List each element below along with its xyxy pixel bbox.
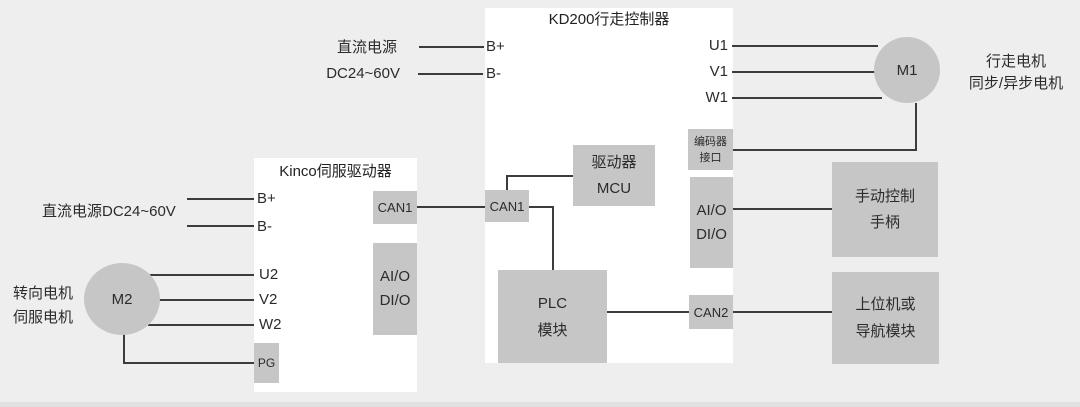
wire-m2-to-pg-vertical	[123, 333, 125, 364]
kinco-panel-title: Kinco伺服驱动器	[279, 163, 392, 180]
pg-block: PG	[254, 343, 279, 383]
kd200-can1-block: CAN1	[485, 190, 529, 222]
kinco-aio-label: AI/O	[379, 268, 410, 285]
plc-line2: 模块	[537, 321, 568, 339]
kd200-terminal-w1: W1	[705, 89, 729, 106]
can2-block: CAN2	[689, 295, 733, 329]
host-line2: 导航模块	[855, 323, 916, 340]
kd200-aio-dio-block: AI/O DI/O	[690, 177, 733, 268]
m1-description-line1: 行走电机	[985, 53, 1046, 70]
handle-line2: 手柄	[869, 213, 900, 231]
motor-m2-circle: M2	[84, 263, 160, 335]
wire-w1-to-m1	[732, 97, 882, 99]
kinco-terminal-v2: V2	[259, 291, 278, 308]
kd200-terminal-v1: V1	[709, 63, 728, 80]
handle-line1: 手动控制	[854, 187, 915, 205]
wire-dc-to-kinco-bplus	[187, 198, 254, 200]
host-line1: 上位机或	[855, 296, 916, 313]
wire-can1-to-can1	[417, 206, 485, 208]
host-navigation-block: 上位机或 导航模块	[832, 272, 939, 364]
kd200-terminal-b-minus: B-	[486, 65, 501, 82]
kinco-aio-dio-block: AI/O DI/O	[373, 243, 417, 335]
kd200-terminal-b-plus: B+	[486, 38, 505, 55]
wire-can2-to-host	[733, 311, 832, 313]
kd200-panel-title: KD200行走控制器	[548, 11, 670, 28]
wire-encoder-to-m1-vertical	[915, 103, 917, 151]
pg-label: PG	[257, 356, 276, 370]
motor-m1-label: M1	[896, 61, 918, 79]
dc-power-top-label-line1: 直流电源	[336, 39, 397, 56]
kd200-terminal-u1: U1	[708, 37, 728, 54]
wire-u1-to-m1	[732, 45, 878, 47]
wire-plc-to-can2	[607, 311, 689, 313]
wire-dc-to-kinco-bminus	[187, 225, 254, 227]
driver-mcu-block: 驱动器 MCU	[573, 145, 655, 206]
wire-v2-to-m2	[155, 299, 254, 301]
wire-can1-to-mcu-vertical	[506, 175, 508, 192]
kinco-terminal-u2: U2	[259, 266, 279, 283]
can2-label: CAN2	[693, 304, 729, 320]
kinco-dio-label: DI/O	[379, 292, 411, 309]
kinco-terminal-w2: W2	[259, 316, 282, 333]
wire-u2-to-m2	[150, 274, 254, 276]
wire-encoder-to-m1-horizontal	[733, 149, 917, 151]
driver-mcu-line1: 驱动器	[591, 153, 637, 171]
kd200-aio-label: AI/O	[696, 201, 727, 219]
motor-m2-label: M2	[111, 290, 133, 308]
m1-description-line2: 同步/异步电机	[968, 75, 1064, 92]
wire-can1-to-mcu-horizontal	[507, 175, 574, 177]
m2-description-line1: 转向电机	[12, 285, 73, 302]
wire-v1-to-m1	[732, 71, 877, 73]
wire-aio-to-handle	[733, 208, 832, 210]
wire-m2-to-pg-horizontal	[123, 362, 254, 364]
manual-control-handle-block: 手动控制 手柄	[832, 162, 938, 257]
plc-module-block: PLC 模块	[498, 270, 607, 363]
bottom-edge-strip	[0, 402, 1080, 407]
wire-can1-to-plc-vertical	[552, 206, 554, 272]
wire-can1-to-plc-horizontal	[529, 206, 554, 208]
kd200-can1-label: CAN1	[489, 198, 525, 214]
wire-dc-to-kd200-bplus	[419, 46, 484, 48]
kd200-dio-label: DI/O	[696, 225, 727, 243]
kinco-can1-block: CAN1	[373, 191, 417, 224]
kinco-can1-label: CAN1	[377, 200, 413, 215]
encoder-line2: 接口	[699, 151, 722, 164]
motor-m1-circle: M1	[874, 37, 940, 103]
dc-power-top-label-line2: DC24~60V	[326, 65, 400, 82]
encoder-interface-block: 编码器 接口	[688, 129, 733, 170]
plc-line1: PLC	[537, 294, 568, 312]
m2-description-line2: 伺服电机	[12, 309, 73, 326]
wire-dc-to-kd200-bminus	[418, 73, 483, 75]
kinco-terminal-b-plus: B+	[257, 190, 276, 207]
wire-w2-to-m2	[148, 324, 254, 326]
dc-power-left-label: 直流电源DC24~60V	[42, 203, 176, 220]
driver-mcu-line2: MCU	[596, 179, 632, 197]
kinco-terminal-b-minus: B-	[257, 218, 272, 235]
encoder-line1: 编码器	[694, 135, 727, 148]
